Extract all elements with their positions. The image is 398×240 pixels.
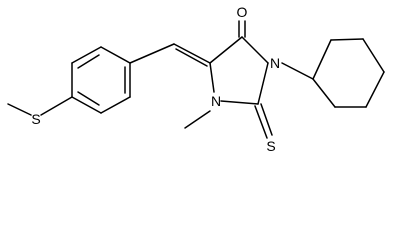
structure-diagram: O N N S S bbox=[7, 4, 385, 154]
bond bbox=[7, 103, 32, 116]
bond bbox=[365, 71, 385, 108]
bond bbox=[71, 96, 102, 114]
bond bbox=[312, 78, 336, 108]
exocyclic-double-bond bbox=[175, 48, 208, 67]
thione-double-bond bbox=[254, 105, 268, 139]
bond bbox=[40, 96, 73, 116]
bond bbox=[209, 36, 243, 64]
methylthio-group bbox=[7, 96, 73, 116]
thione-group bbox=[254, 103, 273, 139]
bond bbox=[330, 38, 364, 41]
methylidene-bridge bbox=[129, 43, 211, 67]
carbonyl-group bbox=[238, 20, 246, 38]
sulfur-atom-label: S bbox=[266, 138, 275, 154]
aromatic-double-bond bbox=[77, 54, 100, 69]
sulfur-atom-label: S bbox=[31, 111, 40, 127]
nitrogen-atom-label: N bbox=[270, 55, 280, 71]
oxygen-atom-label: O bbox=[237, 4, 248, 20]
aromatic-double-bond bbox=[77, 91, 100, 106]
bond bbox=[209, 62, 215, 93]
bond bbox=[281, 62, 314, 80]
benzene-ring bbox=[71, 46, 131, 114]
molecule-drawing: O N N S S bbox=[7, 4, 385, 154]
bond bbox=[220, 100, 259, 105]
imidazolidinone-ring bbox=[209, 36, 269, 105]
nitrogen-atom-label: N bbox=[211, 93, 221, 109]
bond bbox=[184, 110, 211, 129]
exocyclic-double-bond bbox=[173, 43, 211, 64]
bond bbox=[241, 36, 269, 64]
bond bbox=[100, 46, 131, 64]
bond bbox=[312, 39, 332, 80]
bond bbox=[129, 43, 175, 64]
n-methyl-group bbox=[184, 110, 211, 129]
bond bbox=[362, 38, 385, 73]
thione-double-bond bbox=[260, 103, 273, 136]
cyclohexyl-ring bbox=[281, 38, 385, 108]
bond bbox=[257, 62, 269, 105]
bond bbox=[71, 46, 102, 64]
bond bbox=[100, 96, 131, 114]
